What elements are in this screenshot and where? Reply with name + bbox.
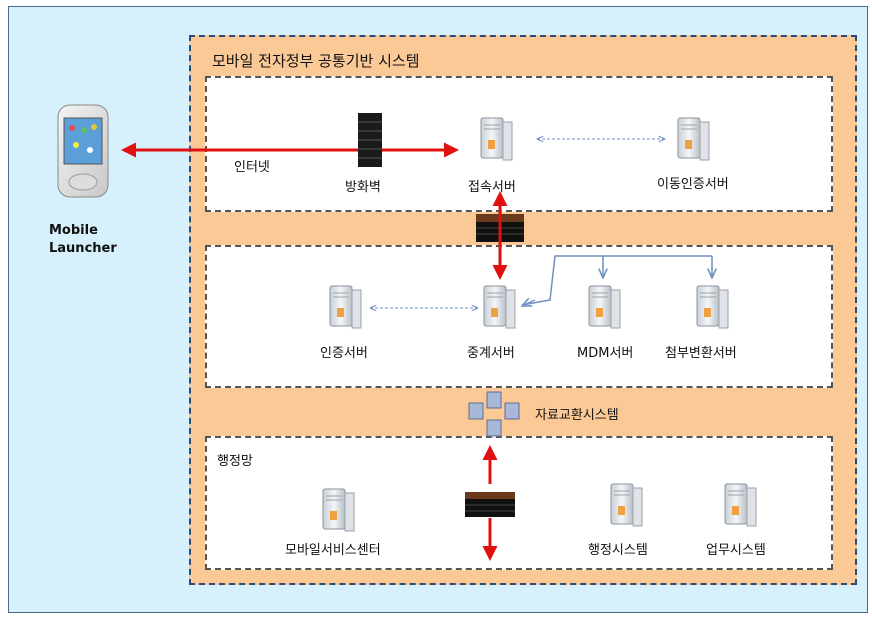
to-relay-arrowhead [522, 300, 536, 306]
system-title: 모바일 전자정부 공통기반 시스템 [212, 52, 420, 70]
mobile-auth-server-label: 이동인증서버 [657, 177, 729, 192]
firewall-icon [358, 113, 382, 167]
firewall-icon [465, 492, 515, 517]
auth-server-label: 인증서버 [320, 346, 368, 361]
mobile-phone-icon [57, 104, 109, 198]
firewall-label: 방화벽 [345, 180, 381, 195]
attachment-server-icon [696, 285, 729, 329]
data-exchange-icon [468, 391, 520, 437]
data-exchange-label: 자료교환시스템 [535, 408, 619, 423]
business-system-icon [724, 483, 757, 527]
mobile-label-line2: Launcher [49, 241, 117, 256]
attachment-server-label: 첨부변환서버 [665, 346, 737, 361]
admin-system-icon [610, 483, 643, 527]
admin-network-label: 행정망 [217, 454, 253, 469]
access-server-icon [480, 117, 513, 161]
mobile-service-center-icon [322, 488, 355, 532]
mdm-server-icon [588, 285, 621, 329]
business-system-label: 업무시스템 [706, 543, 766, 558]
internet-label: 인터넷 [234, 160, 270, 175]
mdm-server-label: MDM서버 [577, 346, 634, 361]
admin-system-label: 행정시스템 [588, 543, 648, 558]
mobile-service-center-label: 모바일서비스센터 [285, 543, 381, 558]
mobile-label-line1: Mobile [49, 223, 98, 238]
relay-server-label: 중계서버 [467, 346, 515, 361]
access-server-label: 접속서버 [468, 180, 516, 195]
mobile-auth-server-icon [677, 117, 710, 161]
relay-server-icon [483, 285, 516, 329]
relay-branch-link [521, 255, 712, 306]
auth-server-icon [329, 285, 362, 329]
